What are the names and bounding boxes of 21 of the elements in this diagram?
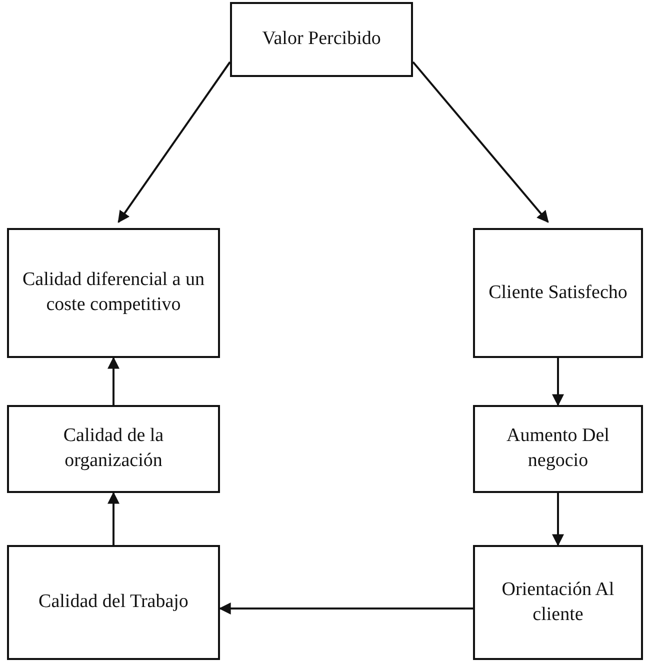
box-label: Calidad de la organización — [62, 424, 165, 473]
box-label: Calidad diferencial a un coste competitivo — [21, 268, 206, 317]
box-label: Valor Percibido — [262, 27, 381, 52]
arrow — [218, 602, 473, 614]
arrow — [552, 358, 564, 406]
box-label: Cliente Satisfecho — [488, 280, 628, 305]
process-box — [473, 405, 643, 493]
arrow — [552, 493, 564, 546]
box-label: Calidad del Trabajo — [38, 590, 188, 614]
box-label: Aumento Del negocio — [506, 424, 610, 473]
arrow — [118, 61, 231, 223]
process-box — [7, 228, 220, 358]
process-box — [230, 2, 413, 77]
arrow — [108, 492, 120, 545]
arrow — [412, 61, 549, 223]
process-box — [7, 545, 220, 660]
process-box — [473, 545, 643, 660]
arrow — [108, 356, 120, 405]
process-box — [473, 228, 643, 358]
process-box — [7, 405, 220, 493]
box-label: Orientación Al cliente — [500, 578, 616, 626]
